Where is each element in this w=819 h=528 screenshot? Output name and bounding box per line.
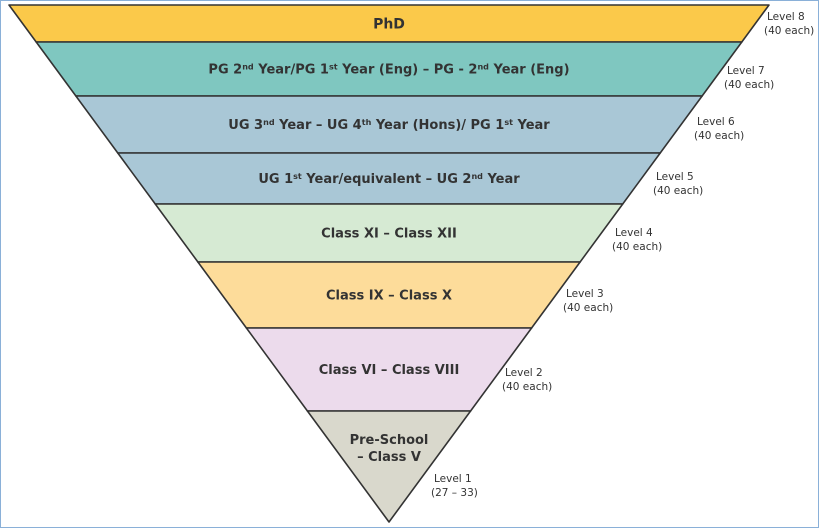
segment-label-level-5: UG 1st Year/equivalent – UG 2nd Year	[258, 172, 520, 188]
label-text: Year	[483, 172, 520, 187]
segment-label-level-6: UG 3nd Year – UG 4th Year (Hons)/ PG 1st…	[228, 118, 550, 134]
label-text: Class XI – Class XII	[321, 227, 457, 242]
level-label-2: Level 2	[505, 367, 543, 379]
superscript-text: th	[362, 118, 372, 127]
level-label-5: Level 5	[656, 171, 694, 183]
superscript-text: st	[329, 62, 338, 71]
label-text: Year (Eng)	[489, 63, 570, 78]
label-text: Class IX – Class X	[326, 289, 452, 304]
segment-label-level-4: Class XI – Class XII	[321, 227, 457, 242]
label-text: Year/PG 1	[254, 63, 329, 78]
segment-label-level-1: Pre-School	[350, 433, 429, 448]
label-text: Year (Hons)/ PG 1	[371, 118, 504, 133]
segment-label-level-1: – Class V	[357, 450, 421, 465]
superscript-text: nd	[471, 172, 483, 181]
superscript-text: st	[504, 118, 513, 127]
superscript-text: nd	[242, 62, 254, 71]
superscript-text: nd	[477, 62, 489, 71]
level-count-7: (40 each)	[724, 79, 774, 91]
segment-label-level-8: PhD	[373, 16, 405, 32]
level-count-5: (40 each)	[653, 185, 703, 197]
level-label-8: Level 8	[767, 11, 805, 23]
label-text: Year (Eng) – PG - 2	[338, 63, 478, 78]
label-text: PG 2	[208, 63, 242, 78]
level-count-2: (40 each)	[502, 381, 552, 393]
label-text: Year	[513, 118, 550, 133]
level-count-3: (40 each)	[563, 302, 613, 314]
level-label-3: Level 3	[566, 288, 604, 300]
label-text: UG 3	[228, 118, 263, 133]
segment-label-level-2: Class VI – Class VIII	[319, 363, 460, 378]
label-text: PhD	[373, 16, 405, 32]
label-text: Year/equivalent – UG 2	[302, 172, 472, 187]
level-count-1: (27 – 33)	[431, 487, 478, 499]
pyramid-segment-level-1	[306, 410, 472, 523]
label-text: Year – UG 4	[275, 118, 362, 133]
superscript-text: nd	[263, 118, 275, 127]
level-count-8: (40 each)	[764, 25, 814, 37]
level-label-4: Level 4	[615, 227, 653, 239]
label-text: Class VI – Class VIII	[319, 363, 460, 378]
superscript-text: st	[293, 172, 302, 181]
label-text: – Class V	[357, 450, 421, 465]
level-label-1: Level 1	[434, 473, 472, 485]
level-count-6: (40 each)	[694, 130, 744, 142]
segment-label-level-7: PG 2nd Year/PG 1st Year (Eng) – PG - 2nd…	[208, 62, 569, 78]
level-label-7: Level 7	[727, 65, 765, 77]
level-count-4: (40 each)	[612, 241, 662, 253]
label-text: UG 1	[258, 172, 293, 187]
label-text: Pre-School	[350, 433, 429, 448]
level-label-6: Level 6	[697, 116, 735, 128]
segment-label-level-3: Class IX – Class X	[326, 289, 452, 304]
